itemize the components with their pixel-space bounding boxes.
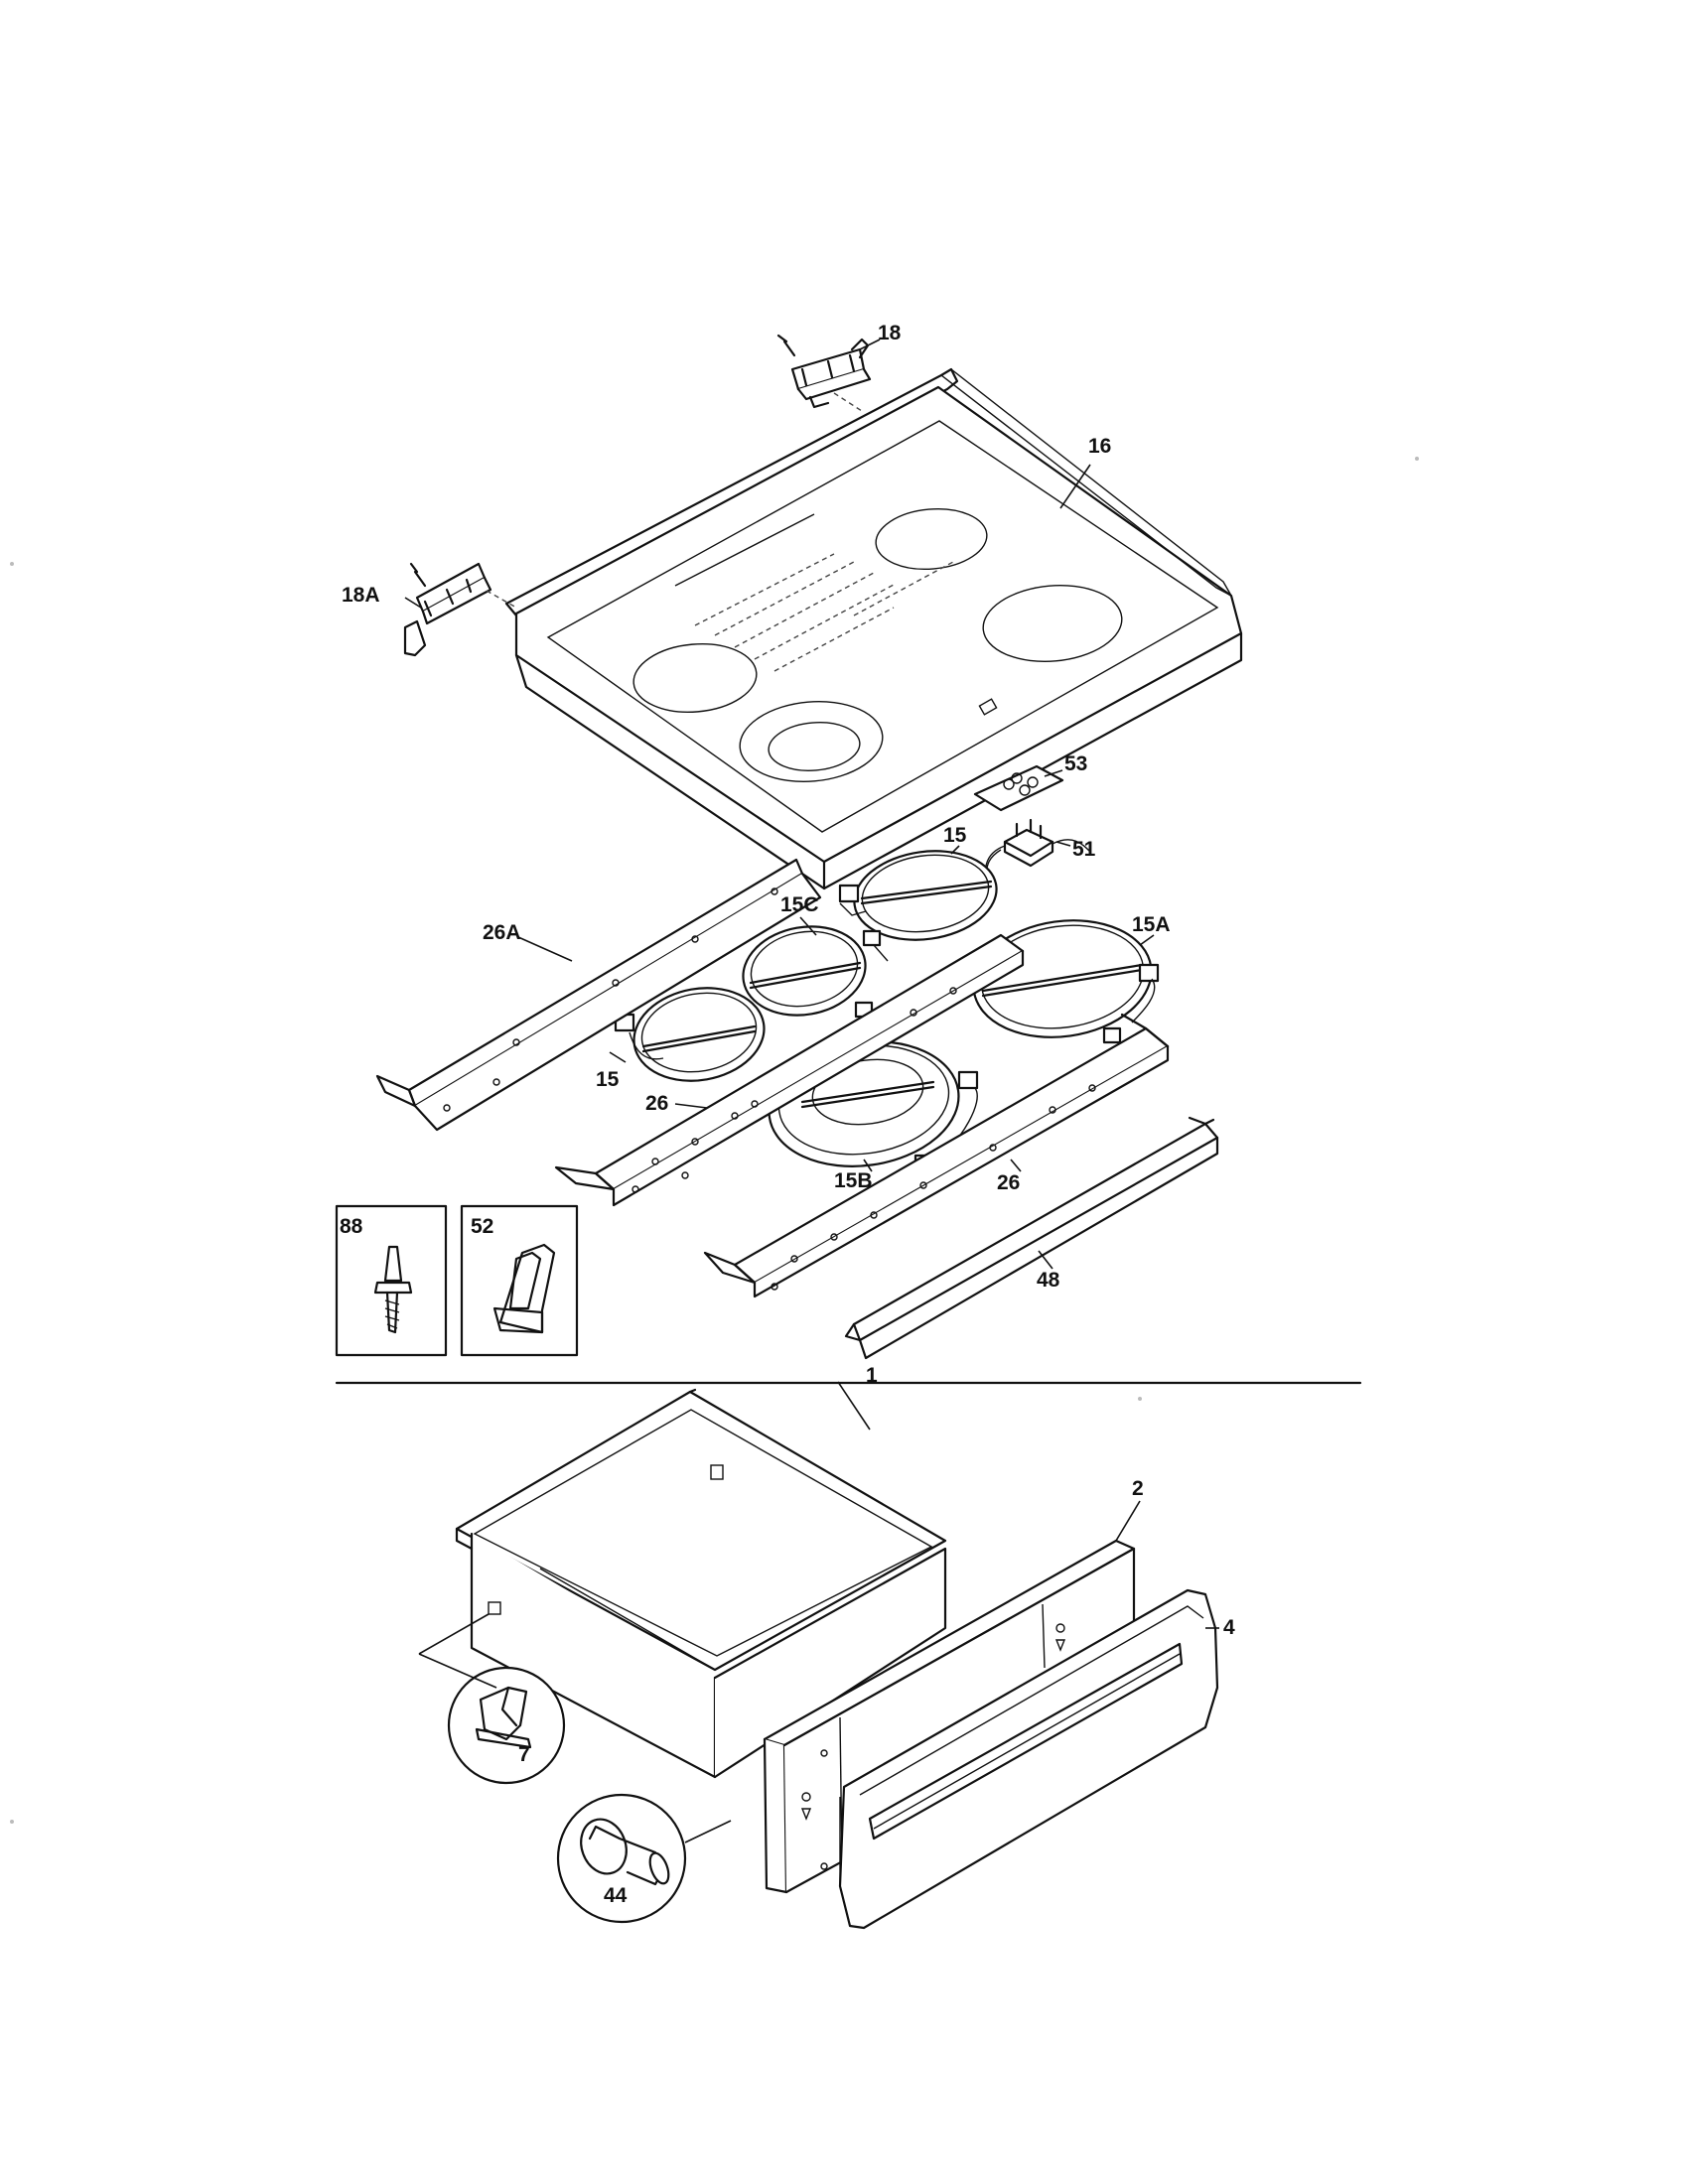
inset-box-52: [460, 1204, 579, 1357]
part-label-48: 48: [1037, 1269, 1060, 1292]
hinge-bracket-18a: [403, 562, 517, 657]
part-label-26-left: 26: [645, 1092, 668, 1115]
part-label-15a: 15A: [1132, 913, 1171, 936]
speck: [10, 1820, 14, 1824]
part-label-18a: 18A: [342, 584, 380, 607]
speck: [10, 562, 14, 566]
part-label-15b: 15B: [834, 1169, 873, 1192]
drawer-front-4: [838, 1588, 1219, 1930]
speck: [1138, 1397, 1142, 1401]
part-label-15-top: 15: [943, 824, 967, 847]
part-label-15c: 15C: [780, 893, 819, 916]
radiant-element-15c: [742, 925, 889, 1019]
drawer-box-1: [455, 1388, 947, 1779]
part-label-18: 18: [878, 322, 902, 344]
speck: [1415, 457, 1419, 461]
part-label-1: 1: [866, 1364, 878, 1387]
part-label-26a: 26A: [483, 921, 521, 944]
part-label-53: 53: [1064, 752, 1087, 775]
support-channel-26a: [375, 858, 822, 1132]
part-label-15-left: 15: [596, 1068, 620, 1091]
leader-line: [418, 1653, 497, 1689]
part-label-16: 16: [1088, 435, 1111, 458]
radiant-element-15-left: [614, 987, 766, 1082]
part-label-51: 51: [1072, 838, 1096, 861]
detail-circle-44: [556, 1793, 687, 1924]
cooktop-glass: [504, 367, 1243, 890]
support-channel-26-left: [554, 933, 1025, 1207]
hinge-bracket-18: [776, 334, 872, 412]
inset-box-88: [335, 1204, 448, 1357]
support-channel-26-right: [703, 1013, 1170, 1298]
part-label-52: 52: [471, 1215, 493, 1238]
leader-line: [418, 1613, 490, 1655]
part-label-88: 88: [340, 1215, 363, 1238]
label-leaders: [404, 339, 1219, 1629]
terminal-block-53: [973, 764, 1064, 812]
part-label-2: 2: [1132, 1477, 1144, 1500]
part-label-26-right: 26: [997, 1171, 1020, 1194]
detail-circle-7: [447, 1666, 566, 1785]
part-label-7: 7: [518, 1743, 530, 1766]
radiant-element-15-top: [838, 850, 998, 941]
part-label-4: 4: [1223, 1616, 1235, 1639]
leader-line: [684, 1820, 732, 1843]
part-label-44: 44: [604, 1884, 628, 1907]
